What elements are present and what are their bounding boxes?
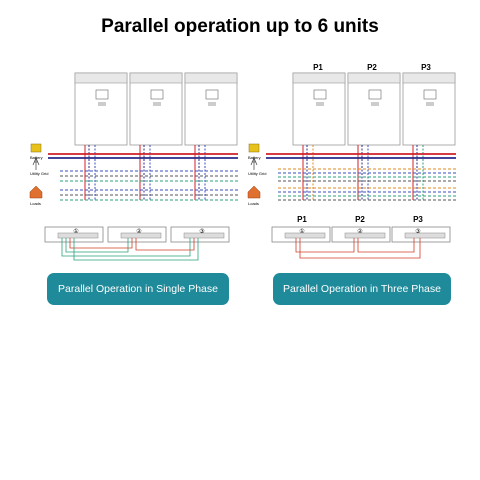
phase-label-p1: P1: [313, 63, 323, 72]
strip-label-p3: P3: [413, 215, 423, 224]
unit-number-1: ①: [73, 228, 78, 235]
inverter-p3: [402, 72, 456, 146]
terminal-strip-p3: ③: [391, 226, 451, 243]
inverter-unit-1: [74, 72, 128, 146]
strip-label-p2: P2: [355, 215, 365, 224]
single-phase-caption: Parallel Operation in Single Phase: [47, 273, 229, 305]
terminal-strip-3: ③: [170, 226, 230, 243]
inverter-unit-3: [184, 72, 238, 146]
terminal-strip-1: ①: [44, 226, 104, 243]
battery-label: Battery: [248, 155, 261, 160]
loads-label: Loads: [248, 201, 259, 206]
unit-number-p3: ③: [415, 228, 420, 235]
parallel-cables-three: [295, 238, 421, 259]
house-load-icon: [247, 185, 261, 199]
house-load-icon: [29, 185, 43, 199]
utility-tower-icon: [32, 156, 40, 170]
parallel-cables-single: [61, 238, 199, 261]
inverter-unit-2: [129, 72, 183, 146]
terminal-strip-p1: ①: [271, 226, 331, 243]
inverter-p2: [347, 72, 401, 146]
strip-label-p1: P1: [297, 215, 307, 224]
single-phase-diagram: Battery Utility Grid Loads ① ② ③: [29, 72, 238, 261]
inverter-p1: [292, 72, 346, 146]
terminal-strip-2: ②: [107, 226, 167, 243]
utility-label: Utility Grid: [30, 171, 48, 176]
battery-label: Battery: [30, 155, 43, 160]
phase-label-p2: P2: [367, 63, 377, 72]
unit-number-3: ③: [199, 228, 204, 235]
three-phase-caption: Parallel Operation in Three Phase: [273, 273, 451, 305]
three-phase-diagram: P1 P2 P3: [247, 63, 456, 259]
battery-icon: [248, 143, 260, 153]
utility-label: Utility Grid: [248, 171, 266, 176]
terminal-strip-p2: ②: [331, 226, 391, 243]
unit-number-2: ②: [136, 228, 142, 235]
phase-label-p3: P3: [421, 63, 431, 72]
page-title: Parallel operation up to 6 units: [101, 16, 379, 37]
battery-icon: [30, 143, 42, 153]
loads-label: Loads: [30, 201, 41, 206]
unit-number-p1: ①: [299, 228, 304, 235]
unit-number-p2: ②: [357, 228, 363, 235]
utility-tower-icon: [250, 156, 258, 170]
